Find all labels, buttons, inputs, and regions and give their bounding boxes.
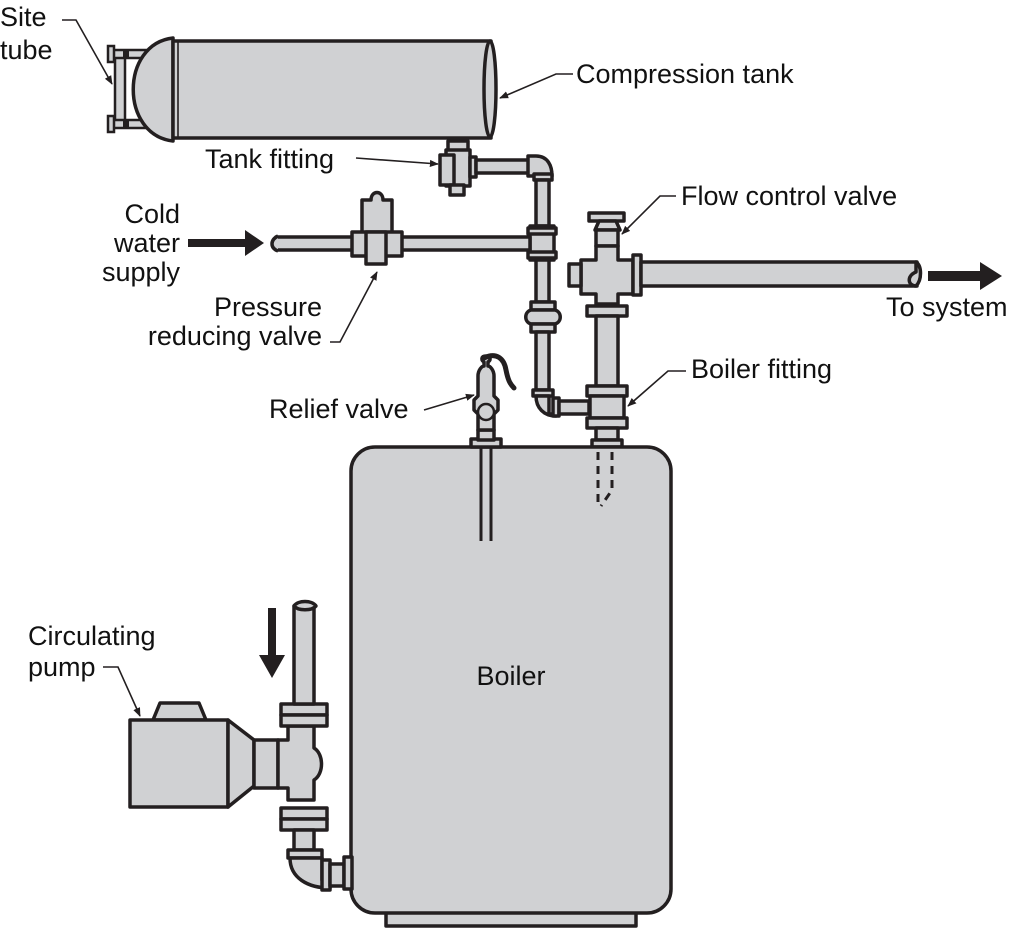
label-site-tube-line2: tube [0, 35, 53, 65]
cold-water-supply-pipe [270, 234, 532, 253]
circulating-pump [128, 599, 354, 892]
label-tank-fitting: Tank fitting [205, 144, 334, 174]
label-cold-water-line2: water [113, 228, 180, 258]
tank-dome [131, 36, 175, 143]
label-cold-water-line1: Cold [124, 199, 180, 229]
to-system-pipe [639, 260, 923, 288]
label-compression-tank: Compression tank [576, 59, 794, 89]
tank-fitting [438, 139, 478, 197]
return-flow-arrow [259, 608, 285, 678]
compression-tank [106, 36, 498, 143]
label-boiler-fitting: Boiler fitting [691, 354, 832, 384]
tank-body [171, 39, 493, 140]
label-to-system: To system [886, 292, 1008, 322]
label-circulating-pump-line2: pump [28, 652, 96, 682]
leader-lines [62, 19, 686, 717]
label-pressure-reducing-line1: Pressure [214, 292, 322, 322]
flow-control-valve [567, 211, 643, 306]
label-cold-water-line3: supply [102, 257, 181, 287]
labels: Site tube Compression tank Tank fitting … [0, 2, 1008, 691]
pump-motor [128, 718, 230, 809]
relief-valve [469, 353, 517, 449]
to-system-flow-arrow [928, 262, 1002, 290]
label-circulating-pump-line1: Circulating [28, 621, 156, 651]
site-tube [106, 44, 148, 134]
expansion-line-piping [474, 154, 591, 418]
supply-riser [585, 304, 629, 388]
tank-end-cap [482, 39, 498, 139]
label-relief-valve: Relief valve [269, 394, 409, 424]
boiler-body [349, 445, 673, 915]
label-boiler: Boiler [476, 661, 545, 691]
label-site-tube-line1: Site [0, 2, 47, 32]
label-flow-control-valve: Flow control valve [681, 181, 897, 211]
cold-water-flow-arrow [188, 230, 264, 256]
label-pressure-reducing-line2: reducing valve [148, 321, 322, 351]
boiler [349, 445, 673, 928]
boiler-fitting [585, 384, 629, 449]
pressure-reducing-valve [350, 190, 404, 266]
return-pipe [292, 604, 316, 706]
